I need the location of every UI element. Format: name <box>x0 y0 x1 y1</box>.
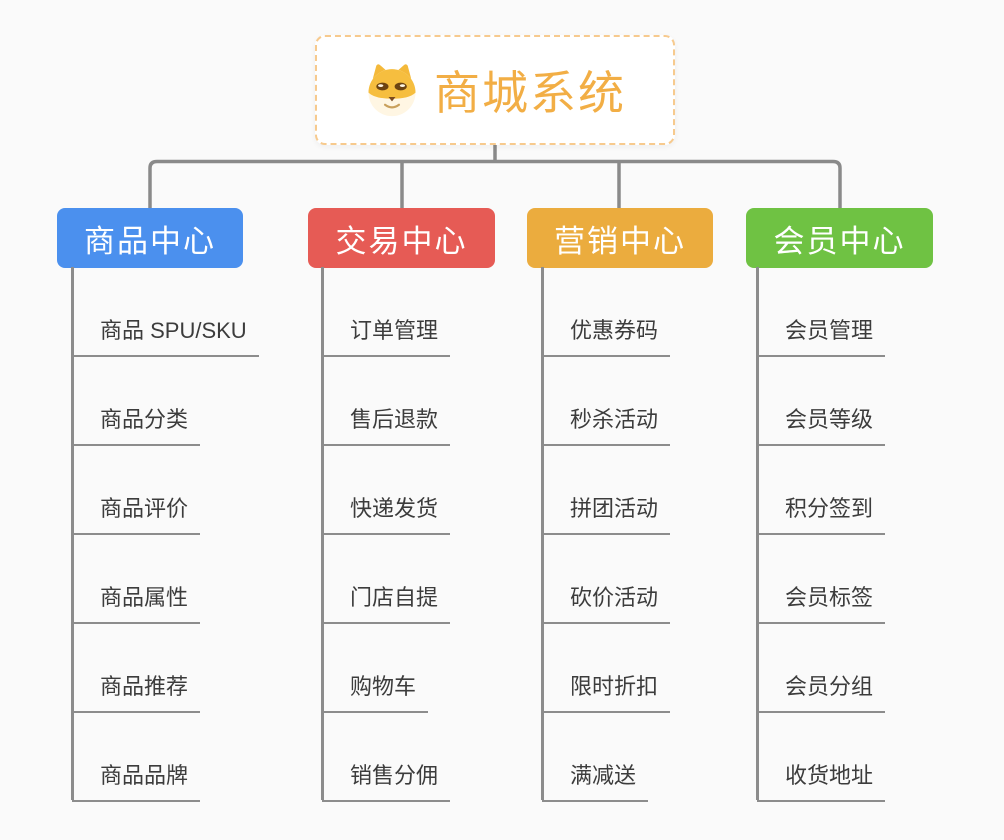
leaf-node[interactable]: 快递发货 <box>322 493 451 535</box>
leaf-node[interactable]: 收货地址 <box>757 760 886 802</box>
leaf-node[interactable]: 会员管理 <box>757 315 886 357</box>
leaf-node[interactable]: 商品品牌 <box>72 760 201 802</box>
leaf-node[interactable]: 限时折扣 <box>542 671 671 713</box>
leaf-node[interactable]: 会员标签 <box>757 582 886 624</box>
leaf-node[interactable]: 商品分类 <box>72 404 201 446</box>
leaf-node[interactable]: 商品评价 <box>72 493 201 535</box>
doge-face-icon <box>368 64 416 117</box>
leaf-node[interactable]: 会员分组 <box>757 671 886 713</box>
leaf-node[interactable]: 购物车 <box>322 671 429 713</box>
leaf-node[interactable]: 商品 SPU/SKU <box>72 315 259 357</box>
leaf-node[interactable]: 会员等级 <box>757 404 886 446</box>
leaf-node[interactable]: 门店自提 <box>322 582 451 624</box>
leaf-node[interactable]: 销售分佣 <box>322 760 451 802</box>
leaf-node[interactable]: 砍价活动 <box>542 582 671 624</box>
leaf-node[interactable]: 售后退款 <box>322 404 451 446</box>
branch-node-3[interactable]: 营销中心 <box>527 208 713 268</box>
leaf-node[interactable]: 商品推荐 <box>72 671 201 713</box>
branch-label: 会员中心 <box>773 223 906 259</box>
branch-node-2[interactable]: 交易中心 <box>308 208 495 268</box>
branch-node-1[interactable]: 商品中心 <box>57 208 243 268</box>
leaf-node[interactable]: 秒杀活动 <box>542 404 671 446</box>
leaf-node[interactable]: 优惠券码 <box>542 315 671 357</box>
root-title: 商城系统 <box>434 67 626 119</box>
leaf-node[interactable]: 订单管理 <box>322 315 451 357</box>
branch-label: 商品中心 <box>84 223 216 259</box>
leaf-node[interactable]: 积分签到 <box>757 493 886 535</box>
leaf-node[interactable]: 商品属性 <box>72 582 201 624</box>
leaf-node[interactable]: 满减送 <box>542 760 649 802</box>
branch-label: 营销中心 <box>554 223 686 259</box>
root-node[interactable]: 商城系统 <box>315 35 675 145</box>
branch-node-4[interactable]: 会员中心 <box>746 208 933 268</box>
leaf-node[interactable]: 拼团活动 <box>542 493 671 535</box>
connector-bus <box>148 159 842 208</box>
branch-label: 交易中心 <box>335 223 468 259</box>
